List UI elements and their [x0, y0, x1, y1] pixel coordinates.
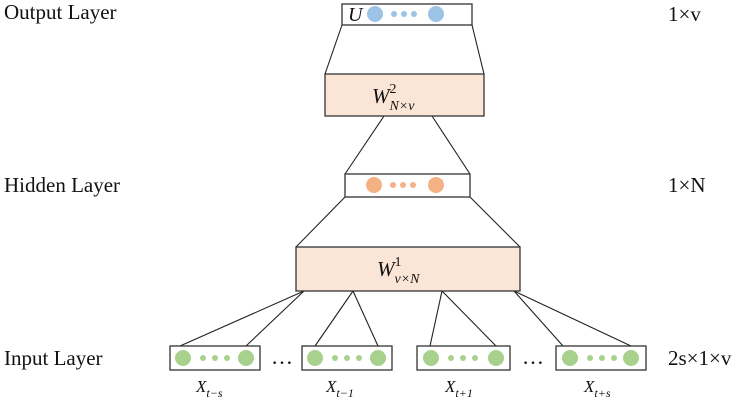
hidden-layer-label: Hidden Layer — [4, 173, 120, 197]
input-label-2-sub: t−1 — [336, 386, 353, 400]
input-node — [307, 350, 323, 366]
input-node — [623, 350, 639, 366]
input-ellipsis: … — [522, 344, 544, 369]
input-node-dot — [587, 355, 593, 361]
edge-input2-left — [314, 290, 354, 347]
input-node-dot — [332, 355, 338, 361]
edge-w2-hidden-right — [431, 115, 471, 175]
weight-w1-label: W1 v×N — [377, 255, 420, 287]
output-node-dot — [391, 11, 397, 17]
output-node-dot — [411, 11, 417, 17]
input-layer-label: Input Layer — [4, 346, 103, 370]
input-node — [423, 350, 439, 366]
output-node-dot — [401, 11, 407, 17]
edge-input4-left — [513, 290, 564, 347]
weight-w1-base: W — [377, 257, 397, 281]
input-node-dot — [611, 355, 617, 361]
input-node-dot — [356, 355, 362, 361]
hidden-node — [366, 177, 382, 193]
edge-input3-left — [429, 290, 443, 347]
weight-matrix-w1: W1 v×N — [295, 246, 521, 292]
input-vector-2 — [301, 345, 393, 371]
edge-input1-right — [245, 290, 305, 347]
hidden-node-dot — [400, 182, 406, 188]
output-node — [428, 6, 444, 22]
input-label-2: Xt−1 — [325, 377, 354, 400]
input-label-3-sub: t+1 — [455, 386, 472, 400]
input-label-1: Xt−s — [195, 377, 223, 400]
input-node — [488, 350, 504, 366]
input-dim-label: 2s×1×v — [668, 346, 732, 370]
hidden-vector — [344, 173, 471, 198]
input-label-1-base: X — [195, 377, 207, 396]
connections — [179, 24, 632, 347]
output-node — [367, 6, 383, 22]
hidden-node-dot — [410, 182, 416, 188]
input-node-dot — [200, 355, 206, 361]
hidden-vector-box — [344, 173, 471, 198]
weight-matrix-w2-box — [324, 73, 485, 117]
edge-input1-left — [179, 290, 305, 347]
weight-w1-sup: 1 — [395, 255, 402, 270]
input-label-4-base: X — [583, 377, 595, 396]
input-node-dot — [599, 355, 605, 361]
input-vector-1 — [169, 345, 261, 371]
output-vector: U — [341, 3, 473, 26]
weight-matrix-w1-box — [295, 246, 521, 292]
input-node-dot — [472, 355, 478, 361]
edge-w2-hidden-left — [344, 115, 385, 175]
weight-w1-sub: v×N — [395, 272, 421, 287]
input-node-dot — [448, 355, 454, 361]
input-vector-4 — [555, 345, 647, 371]
input-label-3-base: X — [444, 377, 456, 396]
output-vector-symbol: U — [348, 4, 364, 26]
edge-output-w2-right — [471, 24, 485, 75]
edge-output-w2-left — [324, 24, 343, 75]
hidden-dim-label: 1×N — [668, 173, 706, 197]
input-label-2-base: X — [325, 377, 337, 396]
input-label-4-sub: t+s — [594, 386, 610, 400]
output-layer-label: Output Layer — [4, 0, 117, 24]
edge-hidden-w1-left — [295, 196, 346, 248]
input-label-4: Xt+s — [583, 377, 611, 400]
edge-input2-right — [352, 290, 379, 347]
weight-w2-base: W — [372, 84, 392, 108]
input-ellipsis: … — [271, 344, 293, 369]
hidden-node — [428, 177, 444, 193]
input-node-dot — [344, 355, 350, 361]
weight-w2-sub: N×v — [389, 99, 416, 114]
input-node — [175, 350, 191, 366]
edge-hidden-w1-right — [469, 196, 521, 248]
edge-input4-right — [513, 290, 632, 347]
input-node — [370, 350, 386, 366]
weight-w2-sup: 2 — [390, 82, 397, 97]
output-dim-label: 1×v — [668, 2, 701, 26]
input-node — [238, 350, 254, 366]
input-node-dot — [460, 355, 466, 361]
input-label-3: Xt+1 — [444, 377, 473, 400]
input-node-dot — [224, 355, 230, 361]
input-label-1-sub: t−s — [206, 386, 222, 400]
edge-input3-right — [441, 290, 497, 347]
input-node-dot — [212, 355, 218, 361]
hidden-node-dot — [390, 182, 396, 188]
input-vector-3 — [416, 345, 511, 371]
input-node — [562, 350, 578, 366]
